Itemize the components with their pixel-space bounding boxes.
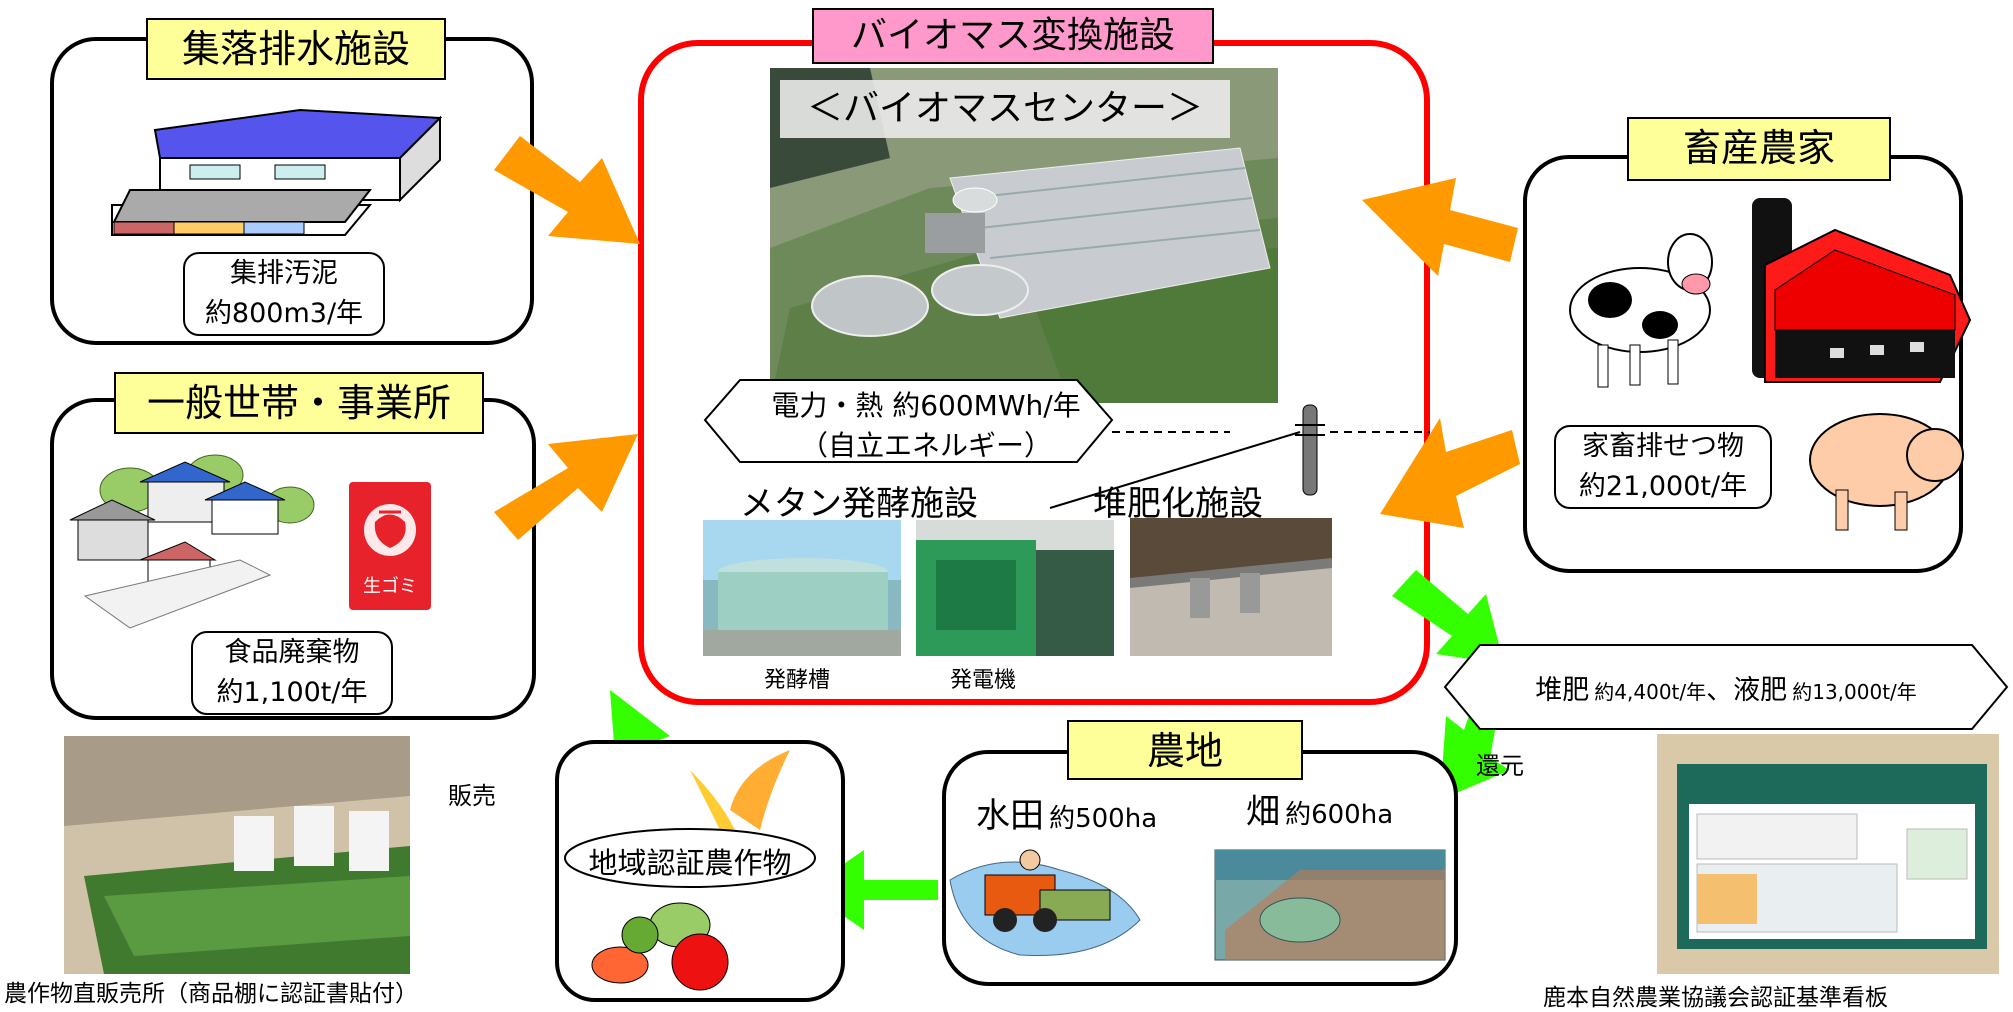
livestock-manure-box: 家畜排せつ物 約21,000t/年: [1554, 425, 1772, 509]
fertilizer-compost-amount: 約4,400t/年: [1594, 680, 1707, 704]
certification-sign-caption: 鹿本自然農業協議会認証基準看板: [1543, 985, 1888, 1011]
household-title: 一般世帯・事業所: [114, 372, 484, 434]
fertilizer-label: 堆肥 約4,400t/年、液肥 約13,000t/年: [1480, 668, 1972, 707]
sales-label: 販売: [448, 782, 496, 810]
generator-caption: 発電機: [950, 668, 1017, 693]
sewage-sludge-box: 集排汚泥 約800m3/年: [183, 252, 385, 336]
field-label: 畑 約600ha: [1246, 784, 1393, 833]
paddy-area: 約500ha: [1049, 804, 1158, 834]
food-waste-name: 食品廃棄物: [224, 637, 360, 668]
garbage-sign-text: 生ゴミ: [363, 576, 417, 597]
biomass-center-aerial-photo: ＜バイオマスセンター＞: [770, 68, 1278, 403]
paddy-label: 水田 約500ha: [976, 788, 1157, 837]
food-waste-box: 食品廃棄物 約1,100t/年: [191, 631, 393, 715]
energy-label-line2: （自立エネルギー）: [799, 429, 1052, 462]
livestock-farm-panel: [1523, 155, 1963, 573]
fermentation-tank-photo: [703, 520, 901, 656]
food-waste-amount: 約1,100t/年: [216, 677, 368, 708]
livestock-manure-name: 家畜排せつ物: [1582, 431, 1744, 462]
sewage-sludge-amount: 約800m3/年: [204, 298, 364, 329]
biomass-center-banner: ＜バイオマスセンター＞: [780, 80, 1230, 138]
compost-facility-label: 堆肥化施設: [1093, 484, 1263, 524]
certified-crops-label: 地域認証農作物: [588, 846, 792, 880]
field-name: 畑: [1246, 792, 1280, 832]
paddy-name: 水田: [976, 796, 1044, 836]
farmland-title: 農地: [1067, 720, 1303, 780]
field-area: 約600ha: [1285, 800, 1394, 830]
livestock-farm-title: 畜産農家: [1627, 117, 1891, 181]
direct-sales-shop-caption: 農作物直販売所（商品棚に認証書貼付）: [4, 981, 418, 1007]
methane-facility-label: メタン発酵施設: [740, 484, 978, 524]
livestock-manure-amount: 約21,000t/年: [1578, 471, 1748, 502]
sewage-facility-title: 集落排水施設: [146, 18, 446, 80]
energy-label-line1: 電力・熱 約600MWh/年: [771, 389, 1081, 422]
compost-facility-photo: [1130, 518, 1332, 656]
direct-sales-shop-photo: [64, 736, 410, 974]
biomass-center-title: バイオマス変換施設: [812, 8, 1214, 64]
sewage-sludge-name: 集排汚泥: [230, 258, 338, 289]
fermentation-tank-caption: 発酵槽: [764, 668, 831, 693]
garbage-bin-icon: 生ゴミ: [349, 482, 431, 610]
fertilizer-liquid-amount: 約13,000t/年: [1792, 680, 1917, 704]
fertilizer-liquid: 、液肥: [1706, 675, 1788, 706]
generator-photo: [916, 520, 1114, 656]
fertilizer-compost: 堆肥: [1535, 675, 1590, 706]
certification-sign-photo: [1657, 734, 1999, 974]
return-label: 還元: [1476, 752, 1524, 780]
